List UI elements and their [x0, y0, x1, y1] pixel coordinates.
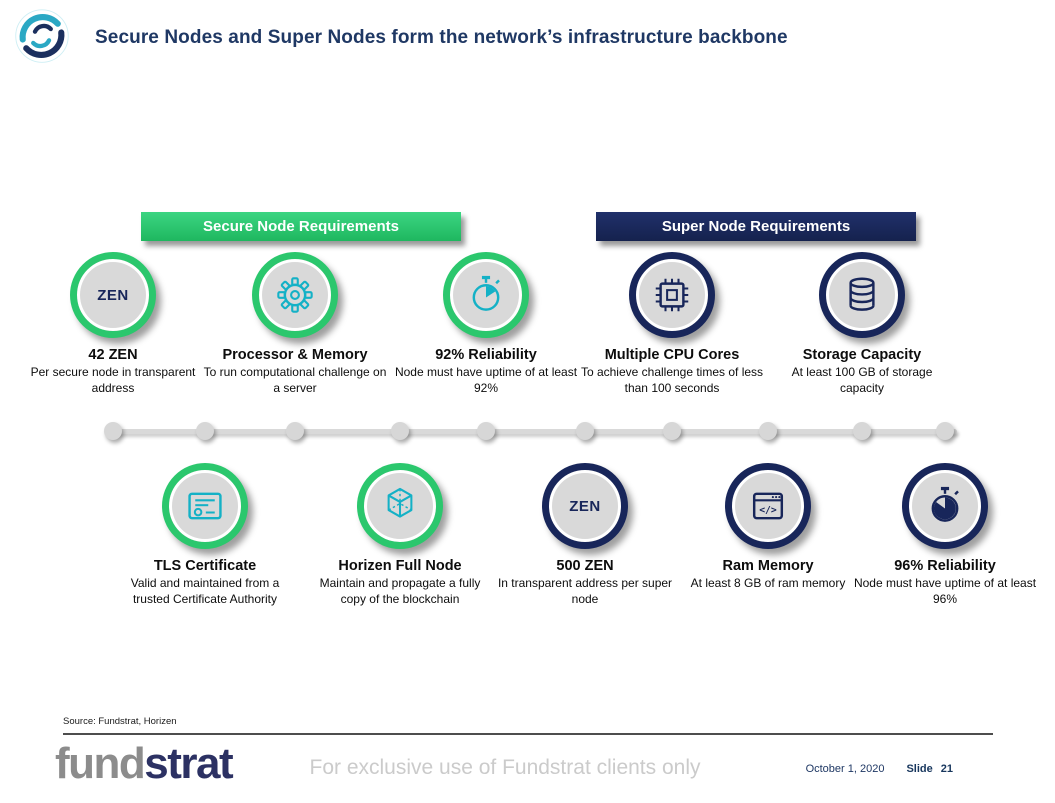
node-desc: At least 8 GB of ram memory — [690, 576, 846, 590]
disclaimer-text: For exclusive use of Fundstrat clients o… — [309, 756, 701, 779]
node-desc: Node must have uptime of at least 96% — [853, 576, 1037, 606]
zen-badge: ZEN — [97, 286, 129, 304]
horizen-logo-icon — [15, 9, 69, 63]
zen-badge: ZEN — [569, 497, 601, 515]
node-title: Multiple CPU Cores — [604, 347, 740, 363]
fundstrat-logo: fundstrat — [55, 739, 234, 788]
node-ram-memory: </> Ram Memory At least 8 GB of ram memo… — [676, 463, 860, 592]
node-desc: At least 100 GB of storage capacity — [791, 365, 933, 395]
node-circle — [902, 463, 988, 549]
footer-divider — [63, 733, 993, 735]
stopwatch-icon — [472, 275, 500, 311]
cpu-icon — [655, 278, 689, 312]
node-title: 500 ZEN — [556, 558, 614, 574]
timeline-dot — [477, 422, 495, 440]
stopwatch-icon — [931, 486, 959, 522]
node-title: 42 ZEN — [88, 347, 138, 363]
timeline-dot — [576, 422, 594, 440]
certificate-icon — [188, 492, 222, 520]
footer-date: October 1, 2020 — [805, 763, 885, 775]
node-title: Storage Capacity — [802, 347, 922, 363]
node-92-reliability: 92% Reliability Node must have uptime of… — [394, 252, 578, 396]
node-desc: To achieve challenge times of less than … — [580, 365, 764, 395]
node-multiple-cpu-cores: Multiple CPU Cores To achieve challenge … — [580, 252, 764, 396]
node-title: 92% Reliability — [435, 347, 537, 363]
timeline-line — [105, 429, 957, 434]
node-desc: In transparent address per super node — [497, 576, 673, 606]
source-note: Source: Fundstrat, Horizen — [63, 716, 177, 727]
gear-icon — [277, 277, 313, 313]
node-circle — [162, 463, 248, 549]
footer-meta: October 1, 2020 Slide 21 — [806, 763, 953, 775]
slide-number-value: 21 — [940, 763, 953, 775]
timeline-dot — [936, 422, 954, 440]
node-title: TLS Certificate — [153, 558, 257, 574]
node-horizen-full-node: Horizen Full Node Maintain and propagate… — [308, 463, 492, 607]
brand-strat: strat — [144, 739, 233, 788]
node-desc: Valid and maintained from a trusted Cert… — [130, 576, 280, 606]
timeline-dot — [391, 422, 409, 440]
brand-fund: fund — [55, 739, 146, 788]
node-96-reliability: 96% Reliability Node must have uptime of… — [853, 463, 1037, 607]
node-circle — [819, 252, 905, 338]
timeline-dot — [286, 422, 304, 440]
node-tls-certificate: TLS Certificate Valid and maintained fro… — [113, 463, 297, 607]
node-title: 96% Reliability — [894, 558, 996, 574]
node-storage-capacity: Storage Capacity At least 100 GB of stor… — [770, 252, 954, 396]
timeline-dot — [663, 422, 681, 440]
timeline-dot — [104, 422, 122, 440]
node-desc: Node must have uptime of at least 92% — [394, 365, 578, 395]
node-title: Processor & Memory — [222, 347, 368, 363]
slide-number: Slide 21 — [906, 763, 953, 775]
node-desc: Maintain and propagate a fully copy of t… — [319, 576, 481, 606]
super-banner-label: Super Node Requirements — [661, 218, 851, 235]
secure-banner-label: Secure Node Requirements — [203, 218, 399, 235]
node-desc: To run computational challenge on a serv… — [203, 365, 387, 395]
browser-code-icon: </> — [752, 492, 784, 520]
cube-icon — [387, 487, 413, 518]
node-circle — [252, 252, 338, 338]
node-title: Horizen Full Node — [338, 558, 462, 574]
timeline-dot — [196, 422, 214, 440]
node-42-zen: ZEN 42 ZEN Per secure node in transparen… — [21, 252, 205, 396]
horizen-logo — [14, 8, 70, 64]
database-icon — [849, 277, 875, 311]
node-processor-memory: Processor & Memory To run computational … — [203, 252, 387, 396]
node-circle — [443, 252, 529, 338]
node-title: Ram Memory — [722, 558, 814, 574]
slide-label: Slide — [906, 763, 933, 775]
node-circle: ZEN — [542, 463, 628, 549]
node-circle: </> — [725, 463, 811, 549]
super-node-requirements-banner: Super Node Requirements — [596, 212, 916, 241]
node-desc: Per secure node in transparent address — [30, 365, 196, 395]
secure-node-requirements-banner: Secure Node Requirements — [141, 212, 461, 241]
page-title: Secure Nodes and Super Nodes form the ne… — [95, 27, 788, 48]
svg-text:</>: </> — [759, 505, 777, 516]
timeline-dot — [759, 422, 777, 440]
node-500-zen: ZEN 500 ZEN In transparent address per s… — [493, 463, 677, 607]
node-circle — [629, 252, 715, 338]
node-circle: ZEN — [70, 252, 156, 338]
timeline-dot — [853, 422, 871, 440]
node-circle — [357, 463, 443, 549]
